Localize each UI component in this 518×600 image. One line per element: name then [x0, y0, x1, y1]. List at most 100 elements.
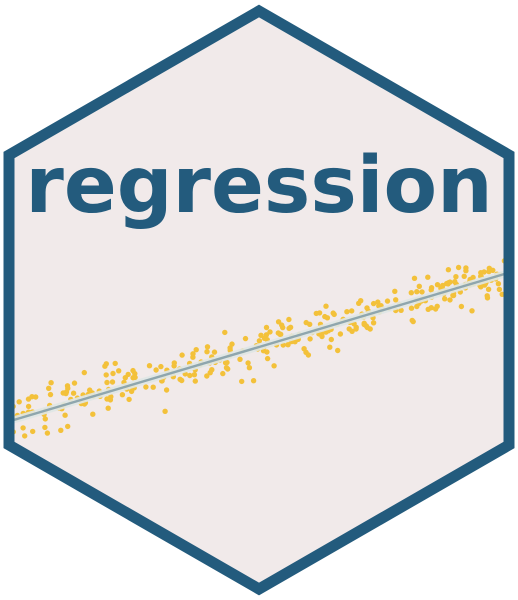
scatter-point [193, 347, 199, 353]
scatter-point [322, 313, 328, 320]
scatter-point [267, 329, 273, 335]
scatter-point [104, 379, 110, 386]
scatter-point [443, 280, 450, 287]
scatter-point [237, 356, 243, 362]
scatter-point [222, 329, 228, 336]
regression-line [9, 268, 509, 426]
scatter-point [301, 346, 307, 352]
scatter-point [20, 425, 26, 431]
scatter-point [81, 369, 88, 376]
scatter-point [337, 331, 344, 337]
scatter-point [211, 349, 218, 355]
scatter-point [419, 289, 425, 295]
scatter-point [277, 331, 283, 337]
scatter-point [62, 412, 68, 418]
scatter-point [370, 320, 377, 326]
scatter-point [163, 387, 170, 393]
scatter-point [246, 365, 253, 371]
scatter-point [458, 303, 465, 310]
scatter-point [481, 269, 487, 275]
scatter-point [432, 306, 439, 312]
scatter-point [153, 367, 159, 373]
scatter-point [223, 365, 230, 371]
scatter-point [220, 370, 226, 377]
scatter-point [116, 368, 122, 374]
scatter-point [65, 423, 71, 430]
scatter-point [204, 344, 211, 350]
scatter-point [58, 427, 64, 433]
scatter-point [70, 390, 77, 396]
scatter-point [353, 326, 359, 332]
scatter-point [143, 384, 149, 390]
scatter-point [469, 308, 475, 314]
scatter-point [110, 370, 116, 377]
scatter-point [22, 433, 28, 439]
scatter-point [42, 416, 48, 422]
scatter-point [485, 286, 492, 292]
scatter-point [358, 298, 364, 304]
scatter-point [171, 360, 177, 366]
scatter-point [256, 338, 263, 344]
scatter-point [280, 324, 286, 331]
scatter-point [376, 303, 382, 309]
scatter-point [187, 372, 193, 379]
scatter-point [132, 374, 138, 381]
scatter-point [305, 352, 312, 358]
scatter-point [71, 380, 78, 386]
scatter-point [442, 296, 448, 302]
scatter-plot [9, 248, 509, 440]
scatter-point [271, 363, 277, 369]
scatter-point [44, 430, 51, 436]
scatter-point [285, 342, 291, 348]
scatter-point [328, 336, 334, 343]
scatter-point [258, 332, 264, 338]
scatter-point [227, 345, 233, 351]
scatter-point [408, 290, 414, 296]
sticker-title: regression [25, 141, 492, 231]
scatter-point [25, 403, 32, 410]
scatter-point [409, 317, 415, 324]
scatter-point [335, 347, 341, 354]
scatter-point [361, 320, 367, 326]
scatter-point [107, 397, 114, 403]
scatter-point [496, 286, 503, 293]
scatter-point [46, 385, 52, 391]
hexagon-border [3, 4, 515, 596]
scatter-point [287, 324, 294, 330]
scatter-point [327, 344, 333, 350]
scatter-point [263, 332, 270, 338]
scatter-point [425, 274, 431, 280]
scatter-point [416, 283, 422, 289]
scatter-point [370, 300, 377, 307]
scatter-point [346, 326, 352, 332]
scatter-point [150, 384, 156, 390]
scatter-point [209, 367, 215, 373]
scatter-point [461, 273, 467, 279]
scatter-point [105, 405, 111, 411]
scatter-point [29, 394, 35, 400]
scatter-point [16, 399, 22, 405]
scatter-point [190, 351, 196, 357]
scatter-point [250, 378, 257, 384]
scatter-point [307, 336, 313, 342]
scatter-point [192, 378, 198, 384]
scatter-point [450, 292, 457, 299]
scatter-point [364, 305, 370, 311]
scatter-point [428, 285, 435, 291]
scatter-point [408, 305, 415, 311]
scatter-point [264, 355, 271, 362]
scatter-point [47, 391, 54, 398]
scatter-point [158, 363, 164, 370]
scatter-point [414, 289, 420, 295]
scatter-point [263, 324, 270, 331]
scatter-point [495, 281, 502, 287]
scatter-point [463, 268, 469, 274]
scatter-point [344, 309, 350, 315]
scatter-point [48, 380, 54, 386]
scatter-point [447, 297, 453, 303]
scatter-point [445, 267, 452, 273]
scatter-point [102, 363, 108, 369]
scatter-point [109, 379, 116, 385]
